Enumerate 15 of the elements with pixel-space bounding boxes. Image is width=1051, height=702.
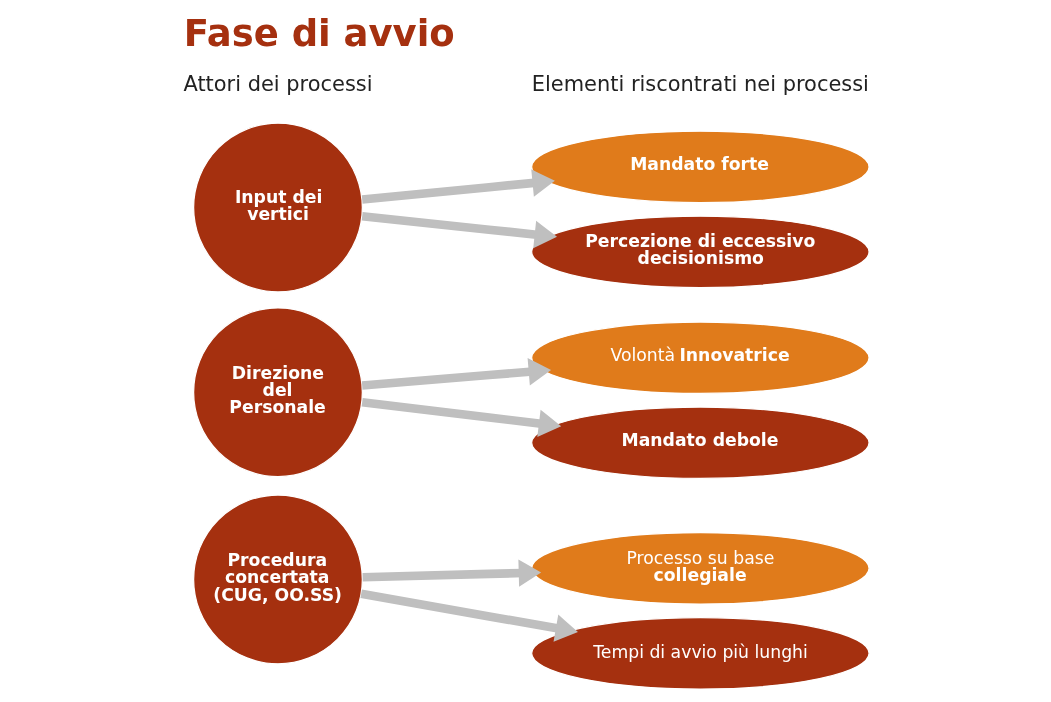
node-ellipse: Processo su base collegiale xyxy=(531,532,870,605)
arrow xyxy=(362,559,542,587)
arrow xyxy=(361,169,555,204)
arrow xyxy=(361,397,562,438)
arrow xyxy=(360,589,578,642)
arrow xyxy=(361,212,557,249)
node-ellipse: Volontà Innovatrice xyxy=(531,321,870,395)
arrow xyxy=(361,358,552,390)
diagram-title: Fase di avvio xyxy=(183,12,455,56)
label: Elementi riscontrati nei processi xyxy=(531,71,869,96)
label: Attori dei processi xyxy=(183,71,373,96)
node-circle: Procedura concertata (CUG, OO.SS) xyxy=(193,494,363,665)
node-circle: Input dei vertici xyxy=(193,122,363,293)
node-ellipse: Tempi di avvio più lunghi xyxy=(531,617,870,690)
node-circle: Direzione del Personale xyxy=(193,307,363,478)
